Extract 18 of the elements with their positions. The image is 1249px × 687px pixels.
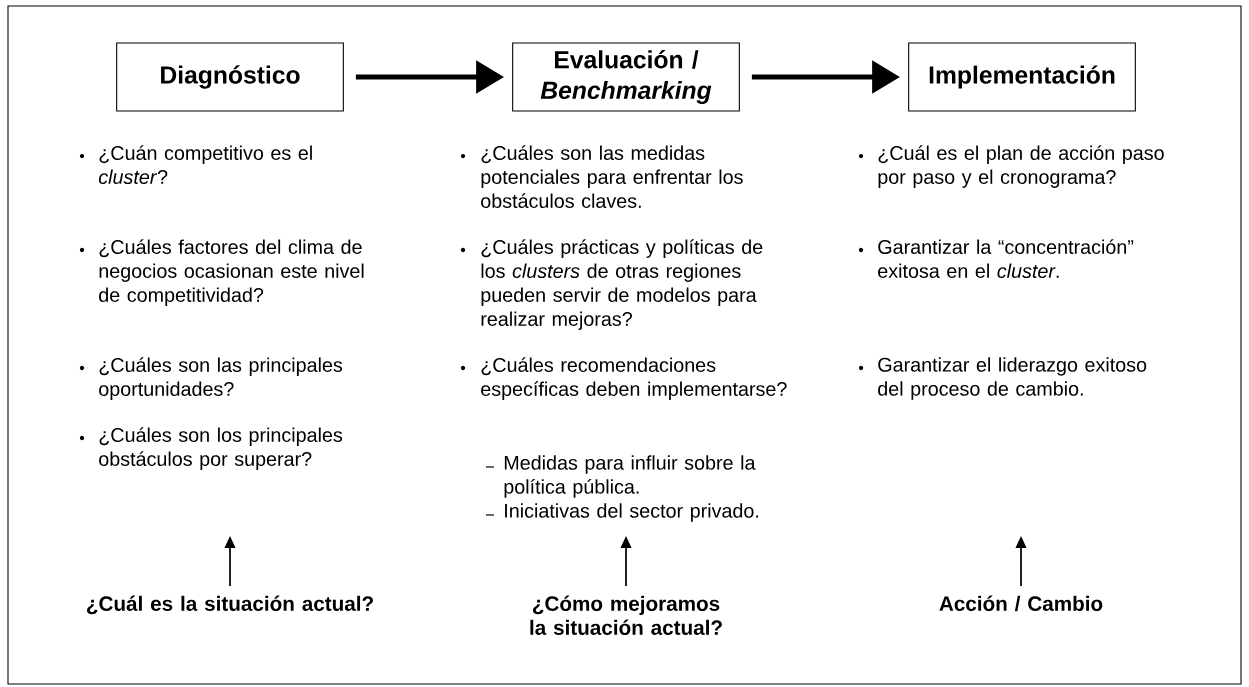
caption-text: Acción / Cambio: [939, 595, 1103, 612]
question-text: ¿Cuáles son las principales oportunidades?: [99, 357, 343, 400]
question-text: Medidas para influir sobre la política pública.: [504, 455, 756, 498]
question-text: ¿Cuáles prácticas y políticas de los clusters de otras regiones pueden servir de modelos para realizar mejoras?: [481, 239, 763, 330]
question-text: ¿Cuáles recomendaciones específicas deben implementarse?: [481, 357, 787, 400]
question-text: ¿Cuáles son los principales obstáculos por superar?: [99, 427, 343, 470]
question-text: Garantizar el liderazgo exitoso del proceso de cambio.: [878, 357, 1147, 400]
question-text: ¿Cuán competitivo es el cluster?: [98, 145, 312, 184]
caption-text: ¿Cuál es la situación actual?: [87, 595, 373, 615]
process-box: Evaluación / Benchmarking: [512, 42, 740, 112]
question-text: ¿Cuál es el plan de acción paso por paso y el cronograma?: [878, 145, 1164, 188]
question-text: Garantizar la “concentración” exitosa en el cluster.: [878, 239, 1134, 278]
process-box: Diagnóstico: [116, 42, 344, 112]
process-box: Implementación: [908, 42, 1136, 112]
question-text: Iniciativas del sector privado.: [505, 503, 759, 522]
question-text: ¿Cuáles factores del clima de negocios ocasionan este nivel de competitividad?: [99, 239, 364, 306]
caption-text: ¿Cómo mejoramos la situación actual?: [530, 595, 722, 635]
question-text: ¿Cuáles son las medidas potenciales para enfrentar los obstáculos claves.: [481, 145, 743, 208]
